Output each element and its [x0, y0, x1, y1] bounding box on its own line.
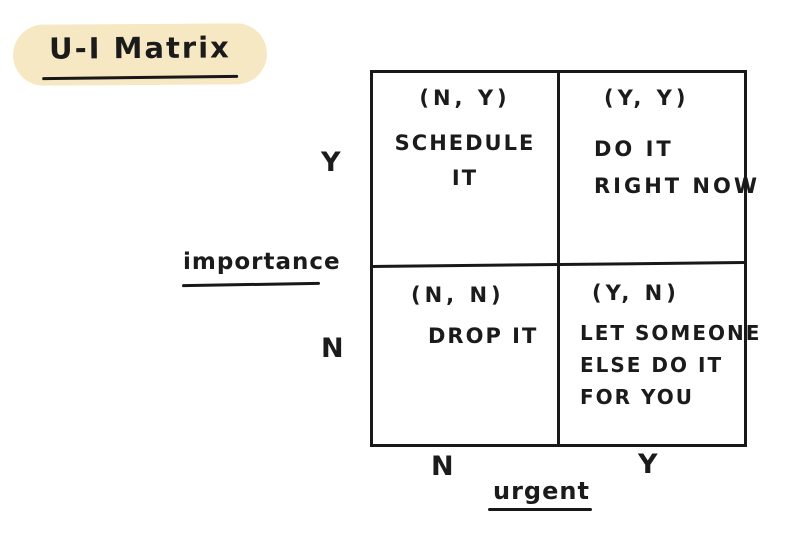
quadrant-action-line: FOR YOU: [580, 385, 695, 409]
urgent-no-tick: N: [431, 451, 454, 482]
urgent-yes-tick: Y: [638, 449, 658, 480]
quadrant-coords: (Y, Y): [604, 86, 690, 110]
quadrant-schedule-it: (N, Y) SCHEDULE IT: [373, 73, 557, 263]
title-underline: [42, 74, 239, 81]
quadrant-action-line: RIGHT NOW: [594, 174, 761, 198]
quadrant-action-line: DROP IT: [428, 324, 539, 348]
importance-no-tick: N: [321, 333, 344, 364]
quadrant-action-line: IT: [451, 166, 479, 190]
quadrant-drop-it: (N, N) DROP IT: [373, 266, 557, 447]
grid-vertical-divider: [557, 73, 560, 444]
importance-axis-underline: [181, 281, 321, 288]
title-highlight: U-I Matrix: [12, 23, 268, 86]
quadrant-let-someone-else: (Y, N) LET SOMEONE ELSE DO IT FOR YOU: [560, 266, 762, 447]
quadrant-action-line: ELSE DO IT: [580, 353, 724, 377]
quadrant-coords: (N, Y): [419, 86, 511, 110]
quadrant-do-it-right-now: (Y, Y) DO IT RIGHT NOW: [560, 73, 761, 263]
quadrant-action-line: LET SOMEONE: [580, 321, 762, 345]
page-title: U-I Matrix: [48, 30, 231, 66]
urgent-axis-label: urgent: [493, 477, 590, 505]
importance-yes-tick: Y: [321, 147, 341, 178]
quadrant-coords: (N, N): [411, 283, 505, 307]
matrix-grid: (N, Y) SCHEDULE IT (Y, Y) DO IT RIGHT NO…: [370, 70, 762, 447]
importance-axis-label: importance: [183, 249, 341, 275]
quadrant-action-line: SCHEDULE: [394, 131, 536, 155]
urgent-axis-underline: [488, 508, 592, 511]
quadrant-coords: (Y, N): [592, 281, 680, 305]
quadrant-action-line: DO IT: [594, 137, 674, 161]
